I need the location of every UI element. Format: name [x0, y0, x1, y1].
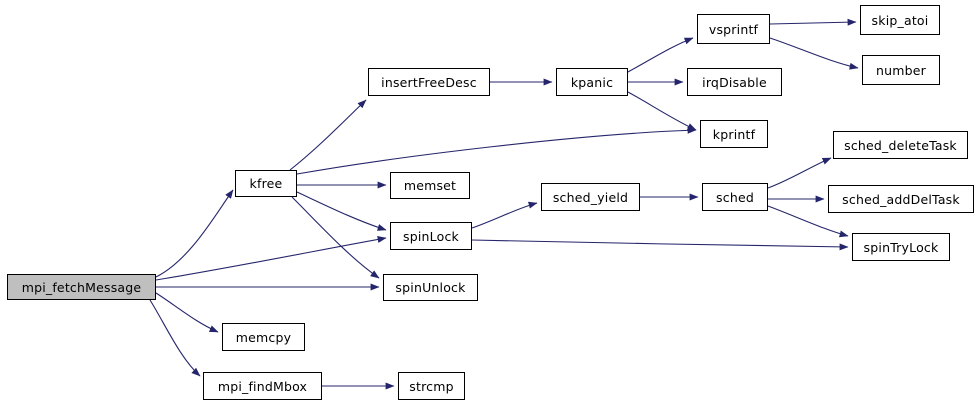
- node-strcmp[interactable]: strcmp: [398, 372, 465, 400]
- edge-mpi_fetchMessage-to-mpi_findMbox: [149, 299, 201, 377]
- edge-vsprintf-to-number: [769, 37, 859, 70]
- node-mpi_fetchMessage[interactable]: mpi_fetchMessage: [7, 274, 156, 300]
- node-label: sched_deleteTask: [844, 137, 957, 153]
- node-sched[interactable]: sched: [702, 183, 768, 211]
- node-mpi_findMbox[interactable]: mpi_findMbox: [203, 372, 322, 400]
- edge-mpi_fetchMessage-to-memcpy: [155, 292, 219, 333]
- node-memcpy[interactable]: memcpy: [222, 323, 305, 351]
- edge-kfree-to-insertFreeDesc: [289, 99, 367, 171]
- node-label: skip_atoi: [871, 12, 929, 28]
- edge-sched-to-sched_deleteTask: [767, 157, 832, 189]
- edge-kpanic-to-vsprintf: [627, 37, 694, 73]
- node-label: spinTryLock: [863, 239, 939, 255]
- node-label: irqDisable: [702, 74, 767, 90]
- node-label: sched_addDelTask: [842, 191, 960, 207]
- node-label: kfree: [249, 176, 283, 191]
- node-label: sched: [716, 189, 754, 205]
- node-memset[interactable]: memset: [390, 172, 470, 199]
- edge-mpi_fetchMessage-to-spinLock: [155, 236, 387, 281]
- node-sched_yield[interactable]: sched_yield: [541, 183, 640, 211]
- edge-kfree-to-kprintf: [296, 126, 697, 175]
- node-label: mpi_fetchMessage: [21, 279, 142, 295]
- node-label: vsprintf: [708, 21, 759, 37]
- node-label: strcmp: [409, 378, 454, 394]
- node-spinUnlock[interactable]: spinUnlock: [383, 274, 478, 301]
- edge-spinLock-to-sched_yield: [471, 201, 538, 229]
- edge-sched-to-spinTryLock: [767, 205, 849, 238]
- node-irqDisable[interactable]: irqDisable: [687, 68, 782, 96]
- node-sched_addDelTask[interactable]: sched_addDelTask: [828, 185, 974, 213]
- node-kpanic[interactable]: kpanic: [556, 68, 628, 96]
- node-spinTryLock[interactable]: spinTryLock: [852, 233, 950, 261]
- node-label: kprintf: [712, 126, 756, 142]
- node-label: spinUnlock: [395, 280, 466, 295]
- node-spinLock[interactable]: spinLock: [390, 222, 472, 250]
- node-label: memcpy: [235, 329, 292, 345]
- node-label: sched_yield: [552, 189, 629, 205]
- edge-kfree-to-spinUnlock: [291, 196, 380, 279]
- node-label: spinLock: [403, 228, 459, 244]
- node-insertFreeDesc[interactable]: insertFreeDesc: [368, 68, 490, 96]
- node-skip_atoi[interactable]: skip_atoi: [860, 5, 940, 35]
- edge-mpi_fetchMessage-to-kfree: [155, 189, 234, 278]
- edge-spinLock-to-spinTryLock: [471, 239, 849, 251]
- node-kprintf[interactable]: kprintf: [700, 120, 768, 148]
- node-label: number: [876, 62, 926, 78]
- edge-vsprintf-to-skip_atoi: [769, 18, 857, 26]
- node-sched_deleteTask[interactable]: sched_deleteTask: [833, 131, 968, 159]
- edge-kfree-to-spinLock: [296, 191, 387, 231]
- node-label: mpi_findMbox: [217, 378, 308, 394]
- edge-kpanic-to-kprintf: [627, 91, 697, 131]
- node-vsprintf[interactable]: vsprintf: [697, 14, 770, 44]
- node-kfree[interactable]: kfree: [235, 170, 297, 197]
- edge-group: [149, 18, 859, 390]
- node-label: memset: [403, 178, 457, 193]
- node-number[interactable]: number: [862, 55, 940, 85]
- node-label: kpanic: [570, 74, 614, 90]
- node-label: insertFreeDesc: [381, 74, 477, 90]
